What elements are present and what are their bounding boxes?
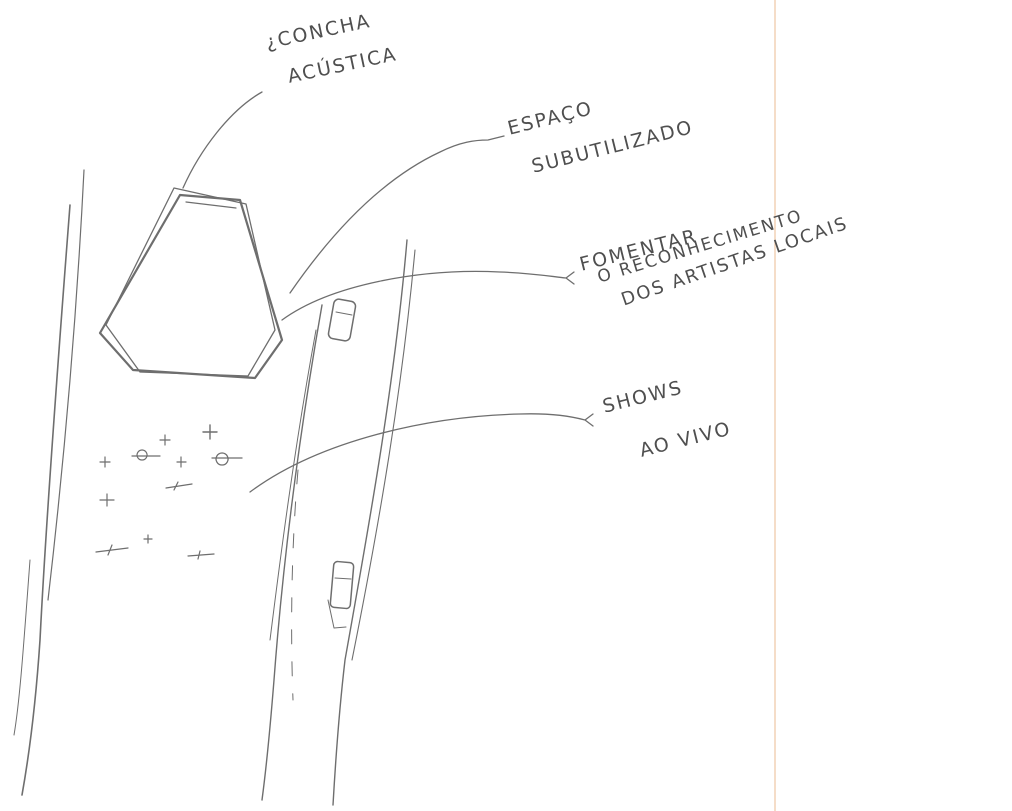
- acoustic-shell-drawing: [100, 188, 282, 378]
- audience-marks: [96, 425, 242, 559]
- leader-lines: [183, 92, 593, 492]
- car-icon: [328, 298, 357, 341]
- car-icon: [328, 561, 354, 628]
- road: [262, 240, 415, 805]
- left-street-edge: [14, 170, 84, 795]
